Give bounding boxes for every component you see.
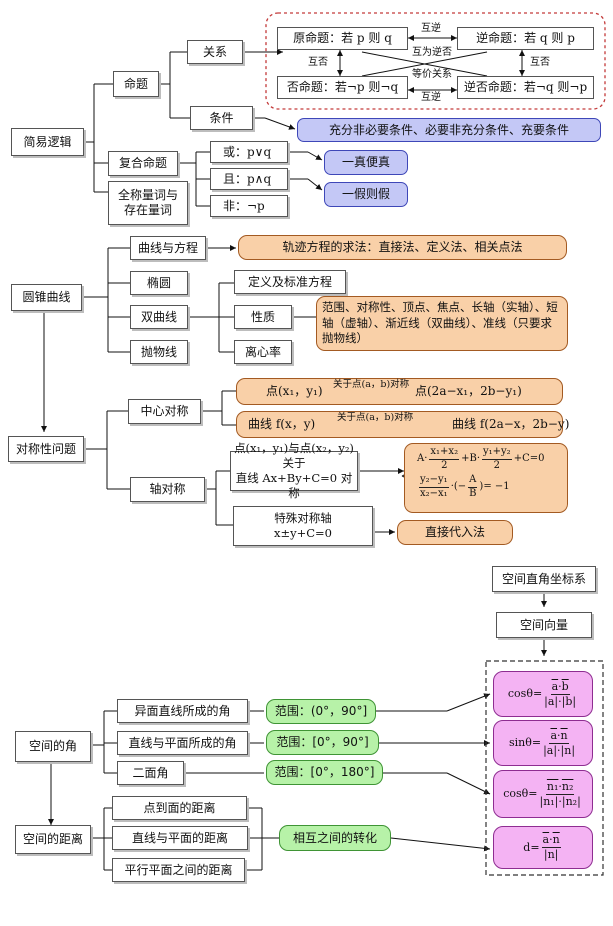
node-special-axis[interactable]: 特殊对称轴 x±y+C=0 xyxy=(233,506,373,546)
vector-a: a xyxy=(551,679,559,693)
special-axis-line2: x±y+C=0 xyxy=(273,526,332,540)
vector-n2: n₂ xyxy=(561,779,574,793)
node-original-proposition[interactable]: 原命题：若 p 则 q xyxy=(277,27,408,50)
point-source: 点(x₁，y₁) xyxy=(266,384,323,398)
node-locus-methods[interactable]: 轨迹方程的求法：直接法、定义法、相关点法 xyxy=(238,235,567,260)
node-parabola[interactable]: 抛物线 xyxy=(130,340,188,364)
node-or[interactable]: 或：p∨q xyxy=(210,141,288,163)
node-space-vector[interactable]: 空间向量 xyxy=(496,612,592,638)
curve-source: 曲线 f(x，y) xyxy=(248,417,316,431)
vector-n: n xyxy=(552,833,560,847)
edge-label-mutual-negation-right: 互否 xyxy=(530,57,550,68)
node-relation[interactable]: 关系 xyxy=(187,40,243,64)
node-space-angle[interactable]: 空间的角 xyxy=(15,731,91,762)
edge-label-mutual-converse-bottom: 互逆 xyxy=(421,92,441,103)
edge-label-mutual-converse-top: 互逆 xyxy=(421,23,441,34)
arrow-label-curve: 关于点(a，b)对称 xyxy=(337,412,414,423)
vector-n1: n₁ xyxy=(546,779,559,793)
node-point-central-symmetry[interactable] xyxy=(236,378,563,405)
node-eccentricity[interactable]: 离心率 xyxy=(234,340,292,364)
node-quantifiers[interactable]: 全称量词与存在量词 xyxy=(108,181,188,225)
vector-a: a xyxy=(550,728,558,742)
node-point-plane-distance[interactable]: 点到面的距离 xyxy=(112,796,247,820)
node-simple-logic[interactable]: 简易逻辑 xyxy=(11,128,84,156)
node-direct-substitution[interactable]: 直接代入法 xyxy=(397,520,513,545)
node-ellipse[interactable]: 椭圆 xyxy=(130,271,188,295)
node-line-plane-angle[interactable]: 直线与平面所成的角 xyxy=(117,731,248,755)
cos-label: cosθ= xyxy=(507,687,543,701)
vector-n: n xyxy=(560,728,568,742)
node-condition[interactable]: 条件 xyxy=(190,106,253,130)
arrow-label-point: 关于点(a，b)对称 xyxy=(333,379,410,390)
edge-label-mutual-negation-left: 互否 xyxy=(308,57,328,68)
node-and[interactable]: 且：p∧q xyxy=(210,168,288,190)
node-mutual-conversion[interactable]: 相互之间的转化 xyxy=(279,825,391,851)
node-central-symmetry[interactable]: 中心对称 xyxy=(128,399,201,424)
node-line-plane-range[interactable]: 范围：[0°，90°] xyxy=(266,730,379,755)
node-curve-and-equation[interactable]: 曲线与方程 xyxy=(130,236,206,260)
node-compound-proposition[interactable]: 复合命题 xyxy=(108,151,178,176)
vector-b: b xyxy=(561,679,569,693)
axial-condition-line2: 直线 Ax+By+C=0 对称 xyxy=(235,471,353,500)
node-inverse-proposition[interactable]: 否命题：若¬p 则¬q xyxy=(277,76,408,99)
node-dihedral-angle[interactable]: 二面角 xyxy=(117,761,184,785)
equation-2-tail: = −1 xyxy=(483,480,510,492)
node-property-detail[interactable]: 范围、对称性、顶点、焦点、长轴（实轴）、短轴（虚轴）、渐近线（双曲线）、准线（只… xyxy=(316,296,568,351)
cos-label-dihedral: cosθ= xyxy=(503,787,538,801)
node-distance-formula[interactable]: d= a·n|n| xyxy=(493,826,593,869)
node-curve-central-symmetry[interactable] xyxy=(236,411,563,438)
node-conic-sections[interactable]: 圆锥曲线 xyxy=(11,284,82,311)
node-proposition[interactable]: 命题 xyxy=(113,71,159,97)
node-space-distance[interactable]: 空间的距离 xyxy=(15,825,91,854)
node-definition-standard-eq[interactable]: 定义及标准方程 xyxy=(234,270,346,294)
node-sin-formula[interactable]: sinθ= a·n|a|·|n| xyxy=(493,720,593,766)
node-one-true-all-true[interactable]: 一真便真 xyxy=(324,150,408,175)
node-symmetry-problems[interactable]: 对称性问题 xyxy=(8,436,84,462)
node-not[interactable]: 非：¬p xyxy=(210,195,288,217)
equation-1-tail: +C=0 xyxy=(513,452,545,464)
node-space-coordinate-system[interactable]: 空间直角坐标系 xyxy=(492,566,596,592)
special-axis-line1: 特殊对称轴 xyxy=(274,511,332,526)
node-skew-range[interactable]: 范围：(0°，90°] xyxy=(266,699,376,724)
curve-target: 曲线 f(2a−x，2b−y) xyxy=(452,417,570,431)
node-converse-proposition[interactable]: 逆命题：若 q 则 p xyxy=(457,27,594,50)
node-parallel-plane-distance[interactable]: 平行平面之间的距离 xyxy=(112,858,245,882)
node-skew-lines-angle[interactable]: 异面直线所成的角 xyxy=(117,699,248,723)
node-condition-types[interactable]: 充分非必要条件、必要非充分条件、充要条件 xyxy=(297,118,601,142)
d-label: d= xyxy=(523,840,540,854)
node-line-plane-distance[interactable]: 直线与平面的距离 xyxy=(112,826,248,850)
axial-condition-line1: 点(x₁，y₁)与点(x₂，y₂)关于 xyxy=(234,441,354,471)
edge-label-equivalence: 等价关系 xyxy=(412,69,452,80)
vector-a: a xyxy=(542,833,550,847)
node-hyperbola[interactable]: 双曲线 xyxy=(130,305,188,329)
node-contrapositive[interactable]: 逆否命题：若¬q 则¬p xyxy=(457,76,594,99)
node-cos-formula[interactable]: cosθ= a·b|a|·|b| xyxy=(493,671,593,717)
node-dihedral-range[interactable]: 范围：[0°，180°] xyxy=(266,760,383,785)
node-axial-symmetry[interactable]: 轴对称 xyxy=(130,477,205,502)
point-target: 点(2a−x₁，2b−y₁) xyxy=(415,384,522,398)
edge-label-mutual-contrapositive: 互为逆否 xyxy=(412,47,452,58)
node-one-false-all-false[interactable]: 一假则假 xyxy=(324,182,408,207)
sin-label: sinθ= xyxy=(508,736,542,750)
node-axial-condition[interactable]: 点(x₁，y₁)与点(x₂，y₂)关于 直线 Ax+By+C=0 对称 xyxy=(230,441,358,500)
node-property[interactable]: 性质 xyxy=(234,305,292,329)
node-dihedral-formula[interactable]: cosθ= n₁·n₂|n₁|·|n₂| xyxy=(493,770,593,818)
